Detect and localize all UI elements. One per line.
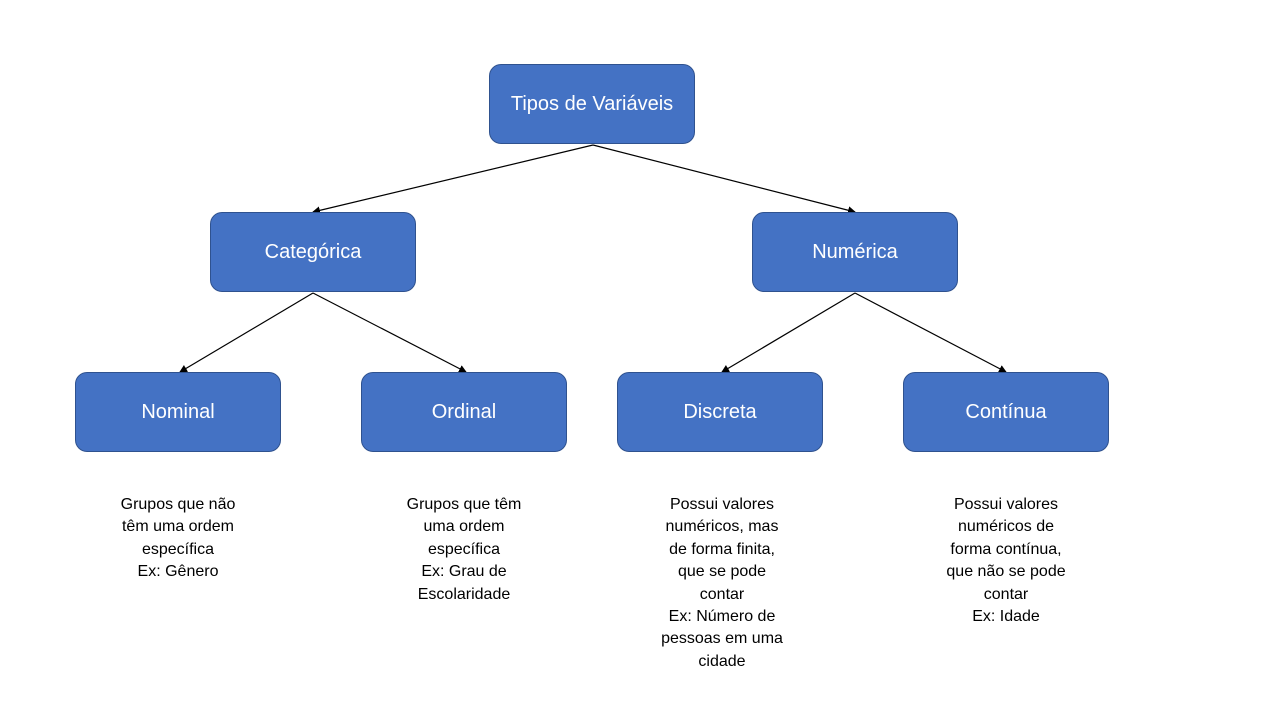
node-variable-types[interactable]: Tipos de Variáveis xyxy=(489,64,695,144)
node-nominal-label: Nominal xyxy=(141,400,215,423)
node-variable-types-label: Tipos de Variáveis xyxy=(510,92,674,115)
node-categorical[interactable]: Categórica xyxy=(210,212,416,292)
ordinal-description: Grupos que têm uma ordem específica Ex: … xyxy=(406,496,522,603)
arrow-categorical-to-ordinal xyxy=(312,292,467,373)
discrete-description: Possui valores numéricos, mas de forma f… xyxy=(661,496,783,670)
node-discrete[interactable]: Discreta xyxy=(617,372,823,452)
continuous-description: Possui valores numéricos de forma contín… xyxy=(946,496,1066,626)
node-continuous[interactable]: Contínua xyxy=(903,372,1109,452)
node-categorical-label: Categórica xyxy=(264,240,362,263)
arrow-root-to-numeric xyxy=(592,144,856,215)
node-ordinal-label: Ordinal xyxy=(431,400,497,423)
node-continuous-label: Contínua xyxy=(965,400,1047,423)
arrow-categorical-to-nominal xyxy=(179,292,314,373)
arrow-numeric-to-continuous xyxy=(854,292,1007,373)
node-ordinal[interactable]: Ordinal xyxy=(361,372,567,452)
node-numeric[interactable]: Numérica xyxy=(752,212,958,292)
node-discrete-label: Discreta xyxy=(683,400,757,423)
nominal-description: Grupos que não têm uma ordem específica … xyxy=(120,496,236,581)
node-nominal[interactable]: Nominal xyxy=(75,372,281,452)
arrow-numeric-to-discrete xyxy=(721,292,856,373)
arrow-root-to-categorical xyxy=(312,144,594,215)
node-numeric-label: Numérica xyxy=(812,240,898,263)
